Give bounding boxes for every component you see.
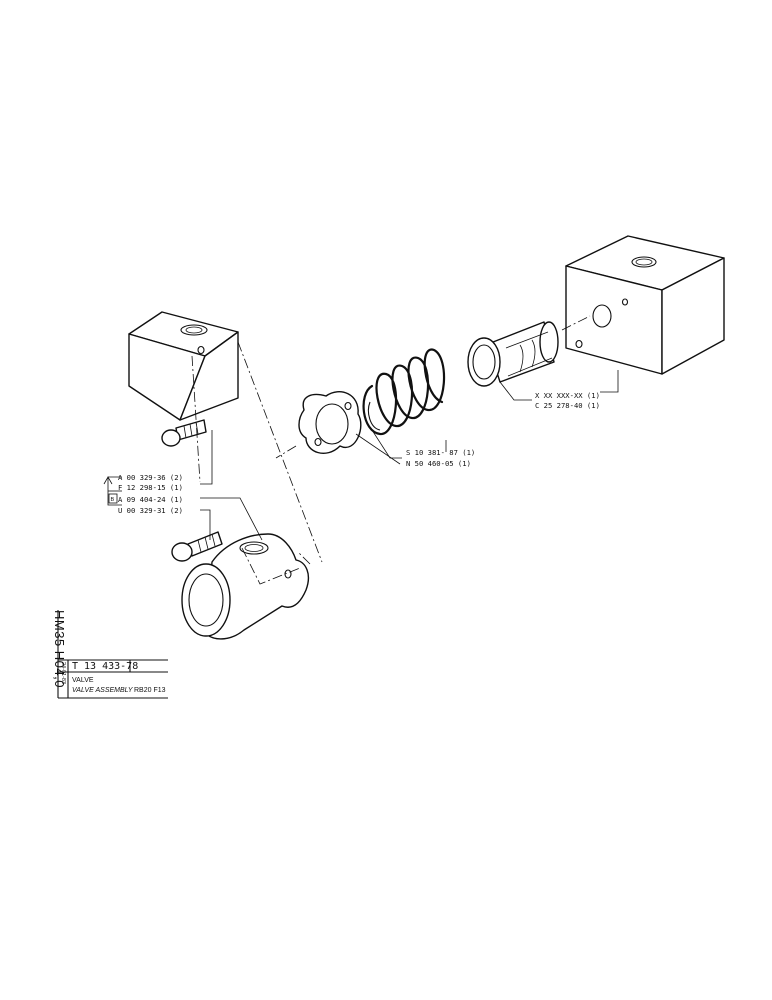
vertical-code: HM35 H04,0 <box>52 610 67 688</box>
name-line-1: VALVE <box>72 677 94 684</box>
label-x-xx-xxx-xx: X XX XXX-XX (1) <box>535 391 600 400</box>
valve-plunger <box>467 321 559 387</box>
leader-lines <box>103 370 619 541</box>
center-lines <box>191 315 591 585</box>
name-line-2: VALVE ASSEMBLY <box>72 687 134 694</box>
title-block: HM35 H04,0 24-01-83 T 13 433-78 VALVE VA… <box>52 610 168 699</box>
model-code: RB20 F13 <box>134 687 166 694</box>
date-label: 24-01-83 <box>60 662 66 684</box>
valve-block <box>565 235 725 375</box>
symbol-b: B <box>111 497 115 503</box>
label-c-25-278-40: C 25 278-40 (1) <box>535 401 600 410</box>
label-n-50-460-05: N 50 460-05 (1) <box>406 459 471 468</box>
symbol-box: B <box>108 493 118 504</box>
gasket-plate <box>298 391 362 455</box>
part-number: T 13 433-78 <box>72 661 138 672</box>
cap-screw-1 <box>161 419 207 447</box>
label-f-12-298-15: F 12 298-15 (1) <box>118 483 183 492</box>
solenoid-housing <box>181 533 310 640</box>
end-block <box>128 311 239 421</box>
cap-screw-2 <box>171 531 223 562</box>
label-u-00-329-31: U 00 329-31 (2) <box>118 506 183 515</box>
spring <box>362 348 446 436</box>
label-a-00-329-36: A 00 329-36 (2) <box>118 473 183 482</box>
label-a-09-404-24: A 09 404-24 (1) <box>118 495 183 504</box>
label-s-10-381-87: S 10 381- 87 (1) <box>406 448 475 457</box>
